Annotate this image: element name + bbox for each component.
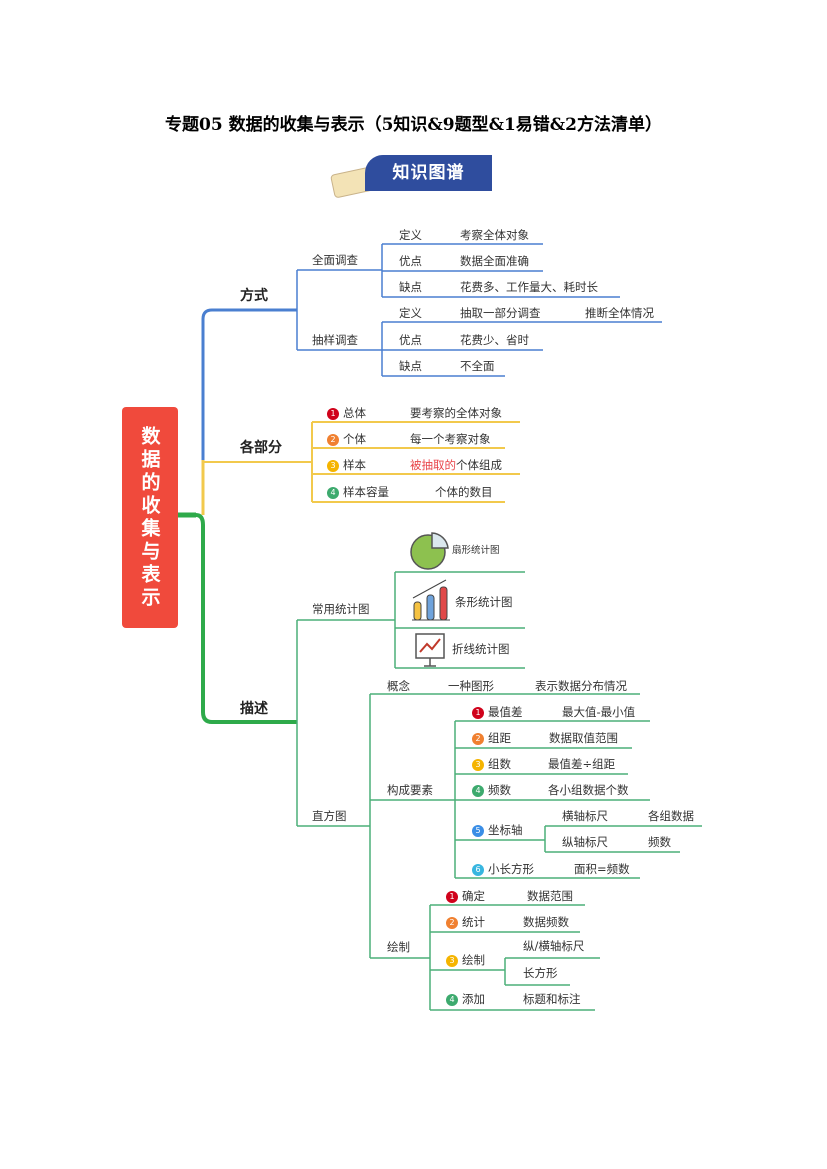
node-value: 数据全面准确 [460,254,529,268]
number-1-icon: 1 [327,408,339,420]
node-value: 数据范围 [527,889,573,903]
node-value: 花费多、工作量大、耗时长 [460,280,598,294]
page-title: 专题05 数据的收集与表示（5知识&9题型&1易错&2方法清单） [165,115,662,135]
section-badge: 知识图谱 [365,155,492,191]
node-key: 定义 [399,228,422,242]
node-key: 概念 [387,679,410,693]
line-chart-icon [415,633,445,667]
node-draw: 绘制 [387,940,410,954]
node-common-charts: 常用统计图 [312,602,370,616]
node-bar-chart: 条形统计图 [455,595,513,609]
node-value: 长方形 [523,966,558,980]
node-value: 要考察的全体对象 [410,406,502,420]
node-value: 数据取值范围 [549,731,618,745]
branch-describe: 描述 [240,701,268,717]
node-value: 个体的数目 [435,485,493,499]
number-4-icon: 4 [327,487,339,499]
node-value: 最大值-最小值 [562,705,636,719]
node-key: 缺点 [399,359,422,373]
node-value: 各组数据 [648,809,694,823]
node-line-chart: 折线统计图 [452,642,510,656]
node-value: 花费少、省时 [460,333,529,347]
node-key: 缺点 [399,280,422,294]
node-value: 各小组数据个数 [548,783,629,797]
node-key: 定义 [399,306,422,320]
node-value: 抽取一部分调查 [460,306,541,320]
node-value: 每一个考察对象 [410,432,491,446]
node-key: 纵轴标尺 [562,835,608,849]
node-value: 面积=频数 [574,862,630,876]
node-key: 优点 [399,333,422,347]
node-value: 考察全体对象 [460,228,529,242]
bar-chart-icon [412,579,450,621]
node-value: 不全面 [460,359,495,373]
root-node: 数据的收集与表示 [122,407,178,628]
node-value: 推断全体情况 [585,306,654,320]
branch-parts: 各部分 [240,440,282,456]
node-elements: 构成要素 [387,783,433,797]
node-value: 最值差÷组距 [548,757,616,771]
node-full-survey: 全面调查 [312,253,358,267]
node-value: 被抽取的个体组成 [410,458,502,472]
node-value: 表示数据分布情况 [535,679,627,693]
pie-chart-icon [410,532,449,570]
node-value: 标题和标注 [523,992,581,1006]
node-value: 数据频数 [523,915,569,929]
node-value: 一种图形 [448,679,494,693]
number-3-icon: 3 [327,460,339,472]
node-histogram: 直方图 [312,809,347,823]
node-value: 频数 [648,835,671,849]
node-pie-chart: 扇形统计图 [452,545,500,556]
branch-method: 方式 [240,288,268,304]
node-value: 纵/横轴标尺 [523,939,585,953]
node-sample-survey: 抽样调查 [312,333,358,347]
number-2-icon: 2 [327,434,339,446]
node-key: 横轴标尺 [562,809,608,823]
node-key: 优点 [399,254,422,268]
